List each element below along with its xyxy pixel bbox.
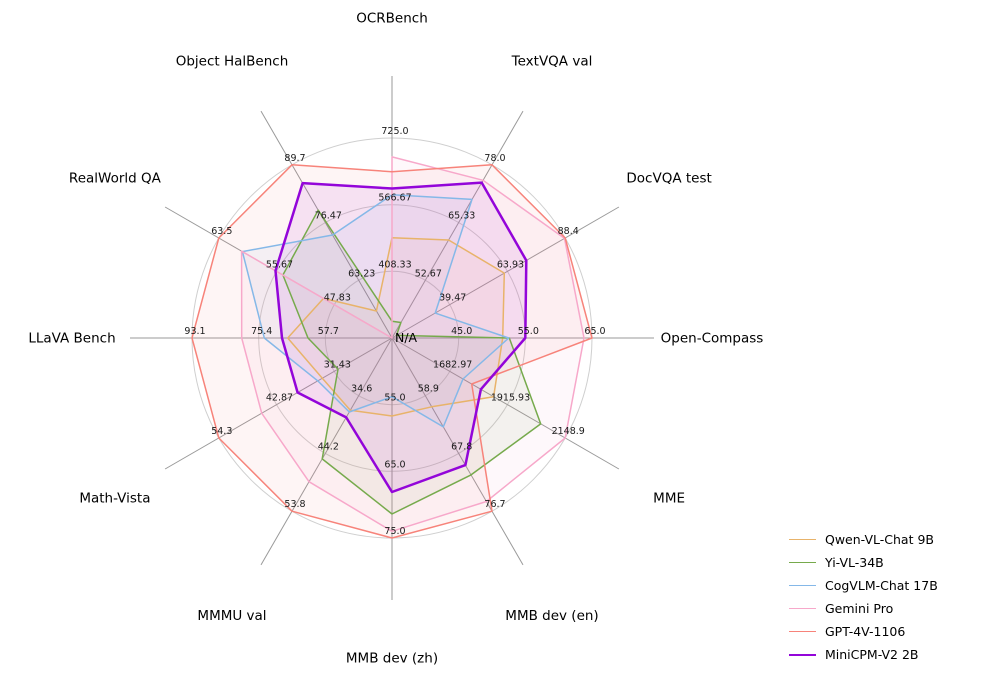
series-line-4 bbox=[191, 164, 593, 539]
tick-label: 45.0 bbox=[451, 326, 472, 337]
legend-line-swatch bbox=[789, 631, 816, 632]
tick-label: 44.2 bbox=[318, 442, 339, 453]
legend-label: MiniCPM-V2 2B bbox=[825, 647, 919, 662]
tick-label: 75.4 bbox=[251, 326, 272, 337]
tick-label: 67.8 bbox=[451, 442, 472, 453]
axis-spoke bbox=[391, 206, 620, 339]
axis-spoke bbox=[391, 337, 620, 470]
series-fill-3 bbox=[241, 156, 584, 532]
tick-label: 63.23 bbox=[348, 268, 375, 279]
tick-label: 88.4 bbox=[558, 226, 579, 237]
axis-label-llava-bench: LLaVA Bench bbox=[28, 331, 115, 347]
tick-label: 408.33 bbox=[378, 259, 411, 270]
legend-label: GPT-4V-1106 bbox=[825, 624, 906, 639]
tick-label: 54.3 bbox=[211, 426, 232, 437]
tick-label: 42.87 bbox=[266, 393, 293, 404]
axis-spoke bbox=[260, 337, 393, 566]
tick-label: 76.47 bbox=[315, 211, 342, 222]
axis-label-mme: MME bbox=[653, 491, 685, 507]
tick-label: 566.67 bbox=[378, 193, 411, 204]
tick-label: 57.7 bbox=[318, 326, 339, 337]
legend-item-0: Qwen-VL-Chat 9B bbox=[789, 531, 938, 548]
tick-label: 31.43 bbox=[324, 359, 351, 370]
axis-label-mmb-dev-en-: MMB dev (en) bbox=[505, 608, 598, 624]
axis-spoke bbox=[164, 337, 393, 470]
legend-label: Yi-VL-34B bbox=[825, 555, 884, 570]
legend-item-5: MiniCPM-V2 2B bbox=[789, 646, 938, 663]
series-fill-1 bbox=[282, 210, 541, 514]
legend-item-1: Yi-VL-34B bbox=[789, 554, 938, 571]
legend-line-swatch bbox=[789, 608, 816, 609]
series-line-3 bbox=[240, 156, 585, 533]
legend-item-2: CogVLM-Chat 17B bbox=[789, 577, 938, 594]
axis-label-mmb-dev-zh-: MMB dev (zh) bbox=[346, 651, 438, 667]
tick-label: 53.8 bbox=[284, 499, 305, 510]
tick-label: 39.47 bbox=[439, 293, 466, 304]
tick-label: 55.0 bbox=[384, 393, 405, 404]
legend: Qwen-VL-Chat 9B Yi-VL-34B CogVLM-Chat 17B G… bbox=[789, 531, 938, 663]
legend-line-swatch bbox=[789, 653, 816, 656]
tick-label: 65.0 bbox=[584, 326, 605, 337]
tick-label: 725.0 bbox=[381, 126, 408, 137]
axis-label-mmmu-val: MMMU val bbox=[197, 608, 266, 624]
legend-item-4: GPT-4V-1106 bbox=[789, 623, 938, 640]
axis-label-math-vista: Math-Vista bbox=[79, 491, 150, 507]
axis-spoke bbox=[391, 110, 524, 339]
tick-label: 63.5 bbox=[211, 226, 232, 237]
series-line-5 bbox=[274, 181, 528, 494]
tick-label: 55.0 bbox=[518, 326, 539, 337]
tick-label: 58.9 bbox=[418, 384, 439, 395]
legend-label: CogVLM-Chat 17B bbox=[825, 578, 938, 593]
tick-label: 65.0 bbox=[384, 459, 405, 470]
tick-label: 93.1 bbox=[184, 326, 205, 337]
tick-label: 1915.93 bbox=[491, 393, 530, 404]
tick-label: 65.33 bbox=[448, 211, 475, 222]
tick-label: 63.93 bbox=[497, 259, 524, 270]
series-fill-0 bbox=[287, 237, 505, 416]
legend-line-swatch bbox=[789, 562, 816, 563]
tick-label: 1682.97 bbox=[433, 359, 472, 370]
tick-label: 52.67 bbox=[415, 268, 442, 279]
tick-label: 2148.9 bbox=[552, 426, 585, 437]
axis-label-ocrbench: OCRBench bbox=[356, 11, 428, 27]
tick-label: 89.7 bbox=[284, 153, 305, 164]
tick-label: 78.0 bbox=[484, 153, 505, 164]
tick-label: 47.83 bbox=[324, 293, 351, 304]
axis-spoke bbox=[391, 337, 524, 566]
tick-label: 34.6 bbox=[351, 384, 372, 395]
legend-line-swatch bbox=[789, 585, 816, 586]
legend-line-swatch bbox=[789, 539, 816, 540]
axis-label-realworld-qa: RealWorld QA bbox=[69, 171, 162, 187]
legend-label: Qwen-VL-Chat 9B bbox=[825, 532, 934, 547]
legend-item-3: Gemini Pro bbox=[789, 600, 938, 617]
tick-label: 76.7 bbox=[484, 499, 505, 510]
series-fill-5 bbox=[275, 182, 527, 492]
axis-label-docvqa-test: DocVQA test bbox=[626, 171, 711, 187]
tick-label: 55.67 bbox=[266, 259, 293, 270]
axis-spoke bbox=[260, 110, 393, 339]
tick-label: 75.0 bbox=[384, 526, 405, 537]
axis-label-open-compass: Open-Compass bbox=[661, 331, 764, 347]
axis-label-object-halbench: Object HalBench bbox=[176, 54, 289, 70]
center-na-label: N/A bbox=[395, 330, 418, 345]
legend-label: Gemini Pro bbox=[825, 601, 894, 616]
axis-label-textvqa-val: TextVQA val bbox=[511, 54, 593, 70]
